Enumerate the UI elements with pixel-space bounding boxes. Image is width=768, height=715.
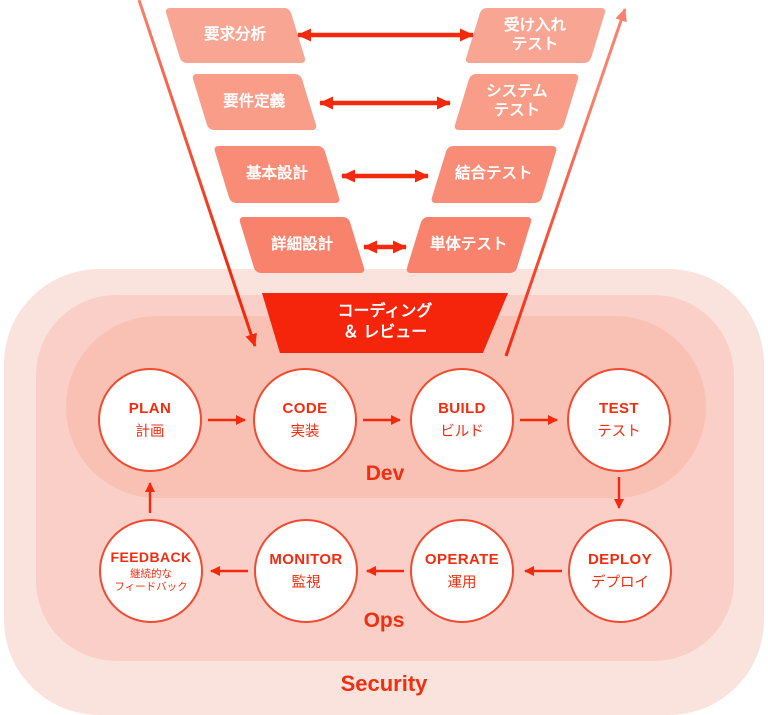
vbox-requirements-definition: 要件定義 bbox=[191, 74, 318, 130]
vbox-label: 要件定義 bbox=[223, 92, 286, 110]
vbox-detailed-design: 詳細設計 bbox=[238, 217, 366, 273]
dev-label: Dev bbox=[365, 462, 405, 485]
stage-name-jp: 実装 bbox=[290, 423, 320, 440]
stage-name: TEST bbox=[599, 399, 639, 417]
coding-review-line1: コーディング bbox=[337, 303, 433, 321]
circle-monitor: MONITOR 監視 bbox=[254, 519, 358, 623]
circle-operate: OPERATE 運用 bbox=[410, 519, 514, 623]
vbox-label: 基本設計 bbox=[245, 165, 308, 183]
stage-name-jp: テスト bbox=[597, 423, 641, 440]
vbox-label: 受け入れ bbox=[504, 16, 567, 34]
vbox-label: システム bbox=[485, 83, 548, 101]
stage-name: OPERATE bbox=[424, 550, 500, 568]
vbox-unit-test: 単体テスト bbox=[405, 217, 533, 273]
coding-review-block: コーディング ＆ レビュー bbox=[262, 293, 508, 353]
vbox-label: 詳細設計 bbox=[270, 235, 333, 253]
vbox-requirements-analysis: 要求分析 bbox=[164, 8, 307, 63]
vbox-basic-design: 基本設計 bbox=[213, 146, 341, 203]
vbox-acceptance-test: 受け入れテスト bbox=[464, 8, 607, 63]
stage-name-jp: ビルド bbox=[440, 423, 484, 440]
stage-name-jp: 継続的な bbox=[130, 567, 172, 580]
circle-deploy: DEPLOY デプロイ bbox=[568, 519, 672, 623]
security-label: Security bbox=[340, 671, 428, 696]
circle-build: BUILD ビルド bbox=[410, 368, 514, 472]
vbox-label: テスト bbox=[512, 35, 559, 53]
stage-name: BUILD bbox=[438, 399, 486, 417]
stage-name-jp: 計画 bbox=[135, 423, 165, 440]
stage-name: FEEDBACK bbox=[110, 548, 192, 565]
stage-name-jp: 運用 bbox=[447, 574, 477, 591]
vbox-label: 単体テスト bbox=[430, 235, 508, 253]
ops-label: Ops bbox=[363, 609, 405, 632]
circle-code: CODE 実装 bbox=[253, 368, 357, 472]
stage-name-jp: フィードバック bbox=[114, 580, 188, 593]
vbox-label: テスト bbox=[493, 102, 540, 119]
circle-plan: PLAN 計画 bbox=[98, 368, 202, 472]
circle-feedback: FEEDBACK 継続的な フィードバック bbox=[99, 519, 203, 623]
coding-review-line2: ＆ レビュー bbox=[342, 324, 428, 341]
stage-name: DEPLOY bbox=[587, 550, 653, 568]
stage-name-jp: デプロイ bbox=[591, 574, 649, 591]
circle-test: TEST テスト bbox=[567, 368, 671, 472]
stage-name: PLAN bbox=[128, 399, 172, 417]
vbox-system-test: システムテスト bbox=[453, 74, 580, 130]
vbox-label: 要求分析 bbox=[204, 26, 267, 44]
stage-name-jp: 監視 bbox=[291, 574, 321, 591]
stage-name: MONITOR bbox=[269, 550, 343, 568]
vbox-integration-test: 結合テスト bbox=[430, 146, 558, 203]
stage-name: CODE bbox=[282, 399, 328, 417]
vbox-label: 結合テスト bbox=[455, 165, 533, 183]
